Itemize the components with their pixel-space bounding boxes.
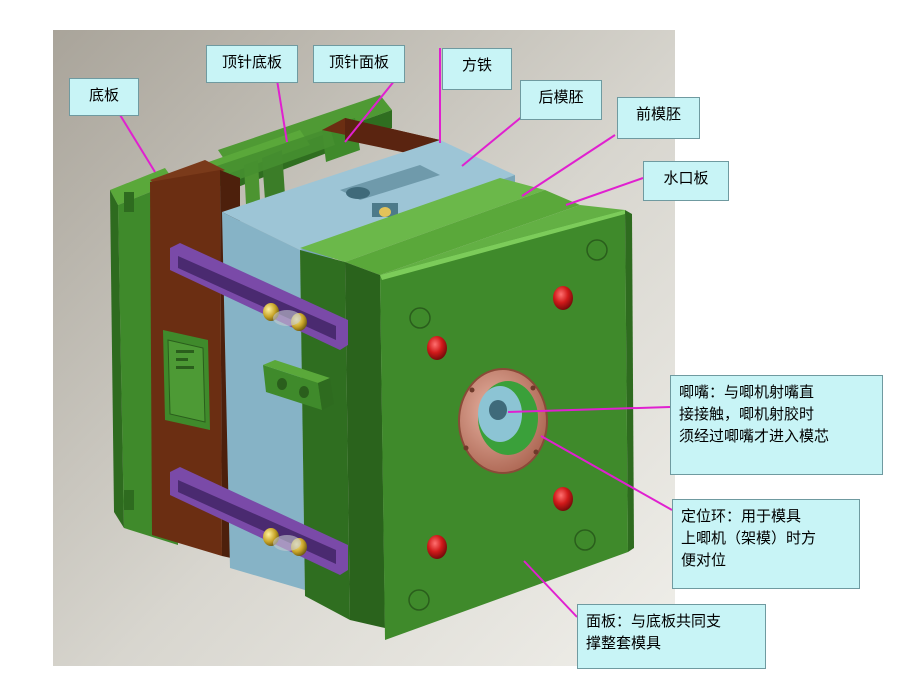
leader-ejector-retainer-plate	[276, 79, 288, 143]
leader-locating-ring	[540, 435, 673, 511]
label-top-clamp-plate: 面板：与底板共同支 撑整套模具	[577, 604, 766, 669]
leader-base-plate	[116, 109, 156, 173]
clamp-block	[263, 365, 322, 410]
leader-b-plate	[461, 114, 525, 167]
label-b-plate: 后模胚	[520, 80, 602, 120]
label-spacer-block: 方铁	[442, 48, 512, 90]
leader-runner-plate	[565, 177, 644, 206]
support-rail-upper	[170, 243, 348, 350]
leader-top-clamp-plate	[523, 560, 578, 618]
label-runner-plate: 水口板	[643, 161, 729, 201]
support-rail-lower	[170, 467, 348, 575]
label-locating-ring: 定位环：用于模具 上唧机（架模）时方 便对位	[672, 499, 860, 589]
label-a-plate: 前模胚	[617, 97, 700, 139]
label-sprue-bushing: 唧嘴：与唧机射嘴直 接接触，唧机射胶时 须经过唧嘴才进入模芯	[670, 375, 883, 475]
locating-ring-shape	[458, 368, 548, 474]
label-ejector-plate: 顶针面板	[313, 45, 405, 83]
leader-a-plate	[521, 134, 616, 197]
nameplate	[163, 330, 210, 430]
label-base-plate: 底板	[69, 78, 139, 116]
leader-lines	[116, 48, 673, 618]
leader-ejector-plate	[344, 79, 396, 143]
guide-holes	[427, 286, 573, 559]
label-ejector-retainer-plate: 顶针底板	[206, 45, 298, 83]
leader-sprue-bushing	[507, 406, 671, 413]
